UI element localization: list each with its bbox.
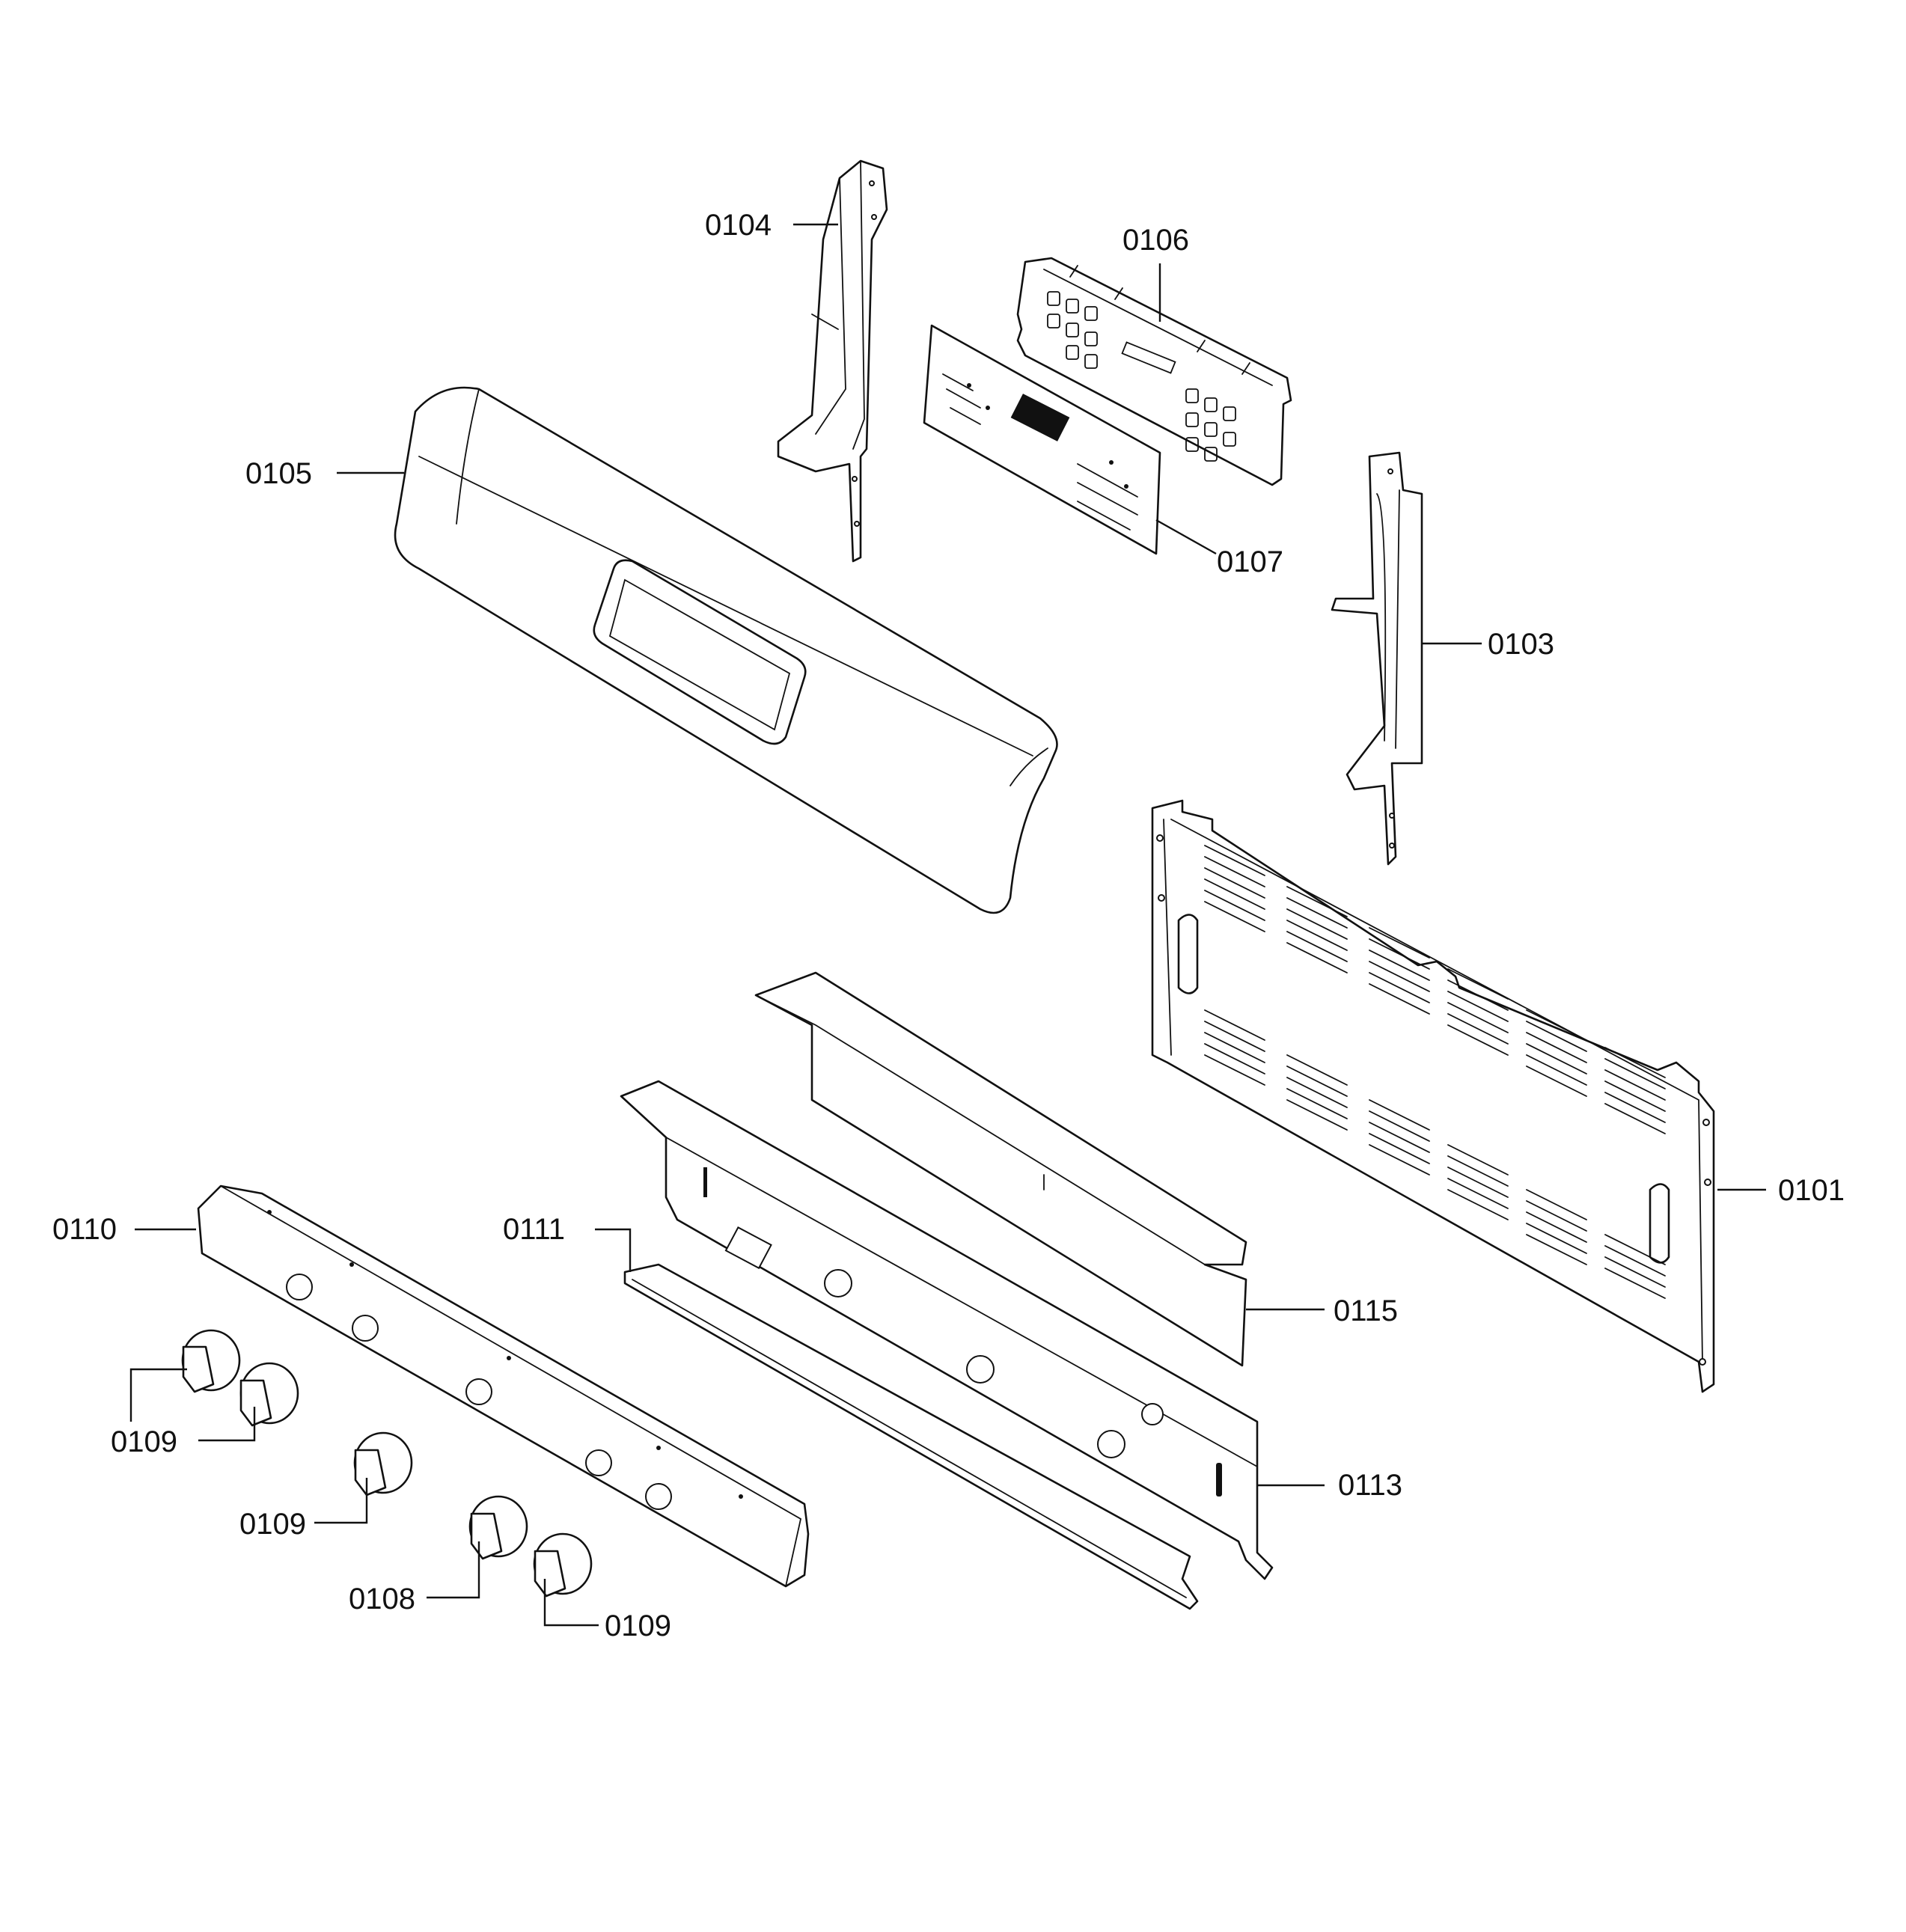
knob-0109-a xyxy=(181,1329,241,1393)
part-0106-control-board xyxy=(1016,257,1292,486)
callout-0109-a: 0109 xyxy=(111,1425,177,1458)
knob-0109-c xyxy=(353,1431,413,1497)
callout-0108: 0108 xyxy=(349,1583,415,1615)
part-0115-heat-shield xyxy=(754,971,1247,1367)
part-0111-trim-strip xyxy=(623,1263,1199,1610)
callout-0107: 0107 xyxy=(1217,545,1283,578)
callout-0105: 0105 xyxy=(245,457,312,490)
part-0107-touchpad-overlay xyxy=(923,324,1161,555)
callout-0109-c: 0109 xyxy=(605,1610,671,1642)
board-buttons-left xyxy=(1047,291,1098,369)
part-0103-right-bracket xyxy=(1331,451,1423,866)
vent-slots-rear-panel xyxy=(1204,845,1666,1299)
callout-0115: 0115 xyxy=(1334,1294,1398,1327)
callout-0109-b: 0109 xyxy=(239,1508,306,1541)
callout-0103: 0103 xyxy=(1488,628,1554,661)
part-0105-backguard-panel xyxy=(394,386,1058,914)
callout-0111: 0111 xyxy=(503,1213,565,1246)
knob-0109-b xyxy=(239,1362,299,1427)
part-0104-left-bracket xyxy=(777,159,888,563)
callout-0110: 0110 xyxy=(52,1213,117,1246)
callout-0101: 0101 xyxy=(1778,1174,1845,1207)
knob-0109-d xyxy=(533,1532,593,1598)
callout-labels: 0104 0106 0105 0107 0103 0101 0110 0111 … xyxy=(52,209,1845,1642)
callout-0113: 0113 xyxy=(1338,1469,1402,1502)
leader-lines xyxy=(129,223,1766,1627)
part-0110-control-panel xyxy=(197,1184,810,1588)
part-0113-mount-bracket xyxy=(620,1080,1274,1580)
callout-0104: 0104 xyxy=(705,209,772,242)
part-0101-rear-panel xyxy=(1151,799,1715,1393)
board-buttons-right xyxy=(1185,388,1236,462)
callout-0106: 0106 xyxy=(1122,224,1189,257)
